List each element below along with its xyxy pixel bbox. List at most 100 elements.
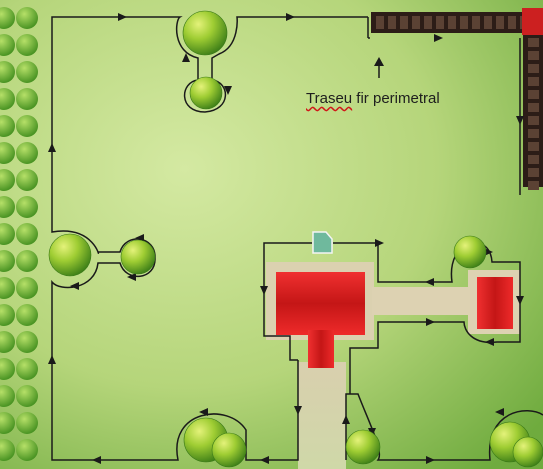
fence-picket (424, 16, 432, 29)
fence-picket (400, 16, 408, 29)
direction-arrow (485, 338, 494, 346)
direction-arrow (127, 273, 136, 281)
hedge-bush (16, 277, 38, 299)
hedge-bush (16, 7, 38, 29)
direction-arrow (434, 34, 443, 42)
hedge-bush (0, 385, 15, 407)
direction-arrow (286, 13, 295, 21)
hedge-bush (16, 331, 38, 353)
hedge-bush (16, 142, 38, 164)
hedge-bush (16, 385, 38, 407)
direction-arrow (182, 53, 190, 62)
hedge-bush (16, 61, 38, 83)
tree (512, 436, 543, 468)
hedge-bush (16, 439, 38, 461)
tree (211, 432, 247, 468)
hedge-bush (16, 34, 38, 56)
hedge-bush (16, 169, 38, 191)
direction-arrow (118, 13, 127, 21)
direction-arrow (135, 234, 144, 242)
fence-picket (412, 16, 420, 29)
wire-direction-arrows (48, 13, 524, 464)
fence-picket (528, 168, 539, 177)
fence-picket (528, 103, 539, 112)
direction-arrow (70, 282, 79, 290)
fence-picket (528, 129, 539, 138)
hedge-bush (0, 61, 15, 83)
trees (48, 10, 543, 468)
perimeter-wire-label: Traseu fir perimetral (306, 90, 440, 107)
direction-arrow (495, 408, 504, 416)
hedge (0, 7, 38, 461)
direction-arrow (426, 318, 435, 326)
tree (48, 233, 92, 277)
fence-picket (528, 155, 539, 164)
tree (120, 239, 156, 275)
tree (453, 235, 487, 269)
tree (345, 429, 381, 465)
hedge-bush (0, 358, 15, 380)
pointer-arrow (374, 57, 384, 78)
fence-picket (528, 142, 539, 151)
hedge-bush (16, 88, 38, 110)
hedge-bush (0, 169, 15, 191)
annotation-rest: fir perimetral (352, 90, 440, 107)
direction-arrow (48, 355, 56, 364)
house-main (276, 272, 365, 368)
fence-picket (448, 16, 456, 29)
fence-picket (528, 116, 539, 125)
fence-picket (528, 90, 539, 99)
house-small-roof (477, 277, 513, 329)
direction-arrow (375, 239, 384, 247)
hedge-bush (0, 196, 15, 218)
hedge-bush (16, 196, 38, 218)
direction-arrow (199, 408, 208, 416)
direction-arrow (48, 143, 56, 152)
direction-arrow (260, 456, 269, 464)
walkway-horizontal (372, 287, 478, 315)
hedge-bush (0, 412, 15, 434)
direction-arrow (260, 286, 268, 295)
hedge-bush (0, 115, 15, 137)
hedge-bush (0, 142, 15, 164)
direction-arrow (484, 248, 493, 256)
fence-picket (436, 16, 444, 29)
house-main-roof (276, 272, 365, 335)
direction-arrow (224, 86, 232, 95)
direction-arrow (342, 415, 350, 424)
hedge-bush (0, 277, 15, 299)
hedge-bush (0, 88, 15, 110)
fence-picket (528, 51, 539, 60)
fence-picket (528, 181, 539, 190)
hedge-bush (0, 34, 15, 56)
fence-picket (508, 16, 516, 29)
fence-picket (388, 16, 396, 29)
house-main-wing (308, 330, 334, 368)
fence-picket (484, 16, 492, 29)
fence-picket (528, 64, 539, 73)
annotation-word-underlined: Traseu (306, 90, 353, 107)
tree (182, 10, 228, 56)
house-small (477, 277, 513, 329)
fence-picket (528, 38, 539, 47)
fence-picket (460, 16, 468, 29)
direction-arrow (92, 456, 101, 464)
hedge-bush (16, 304, 38, 326)
direction-arrow (294, 406, 302, 415)
fence-corner-post (522, 8, 543, 35)
hedge-bush (0, 250, 15, 272)
direction-arrow (425, 278, 434, 286)
hedge-bush (16, 223, 38, 245)
walkway-vertical (298, 362, 346, 469)
direction-arrow (516, 116, 524, 125)
tree (189, 76, 223, 110)
fence-picket (496, 16, 504, 29)
charging-station (312, 231, 333, 254)
direction-arrow (516, 296, 524, 305)
perimeter-wire-house-loop (263, 241, 521, 394)
fence (371, 8, 543, 190)
fence-picket (376, 16, 384, 29)
